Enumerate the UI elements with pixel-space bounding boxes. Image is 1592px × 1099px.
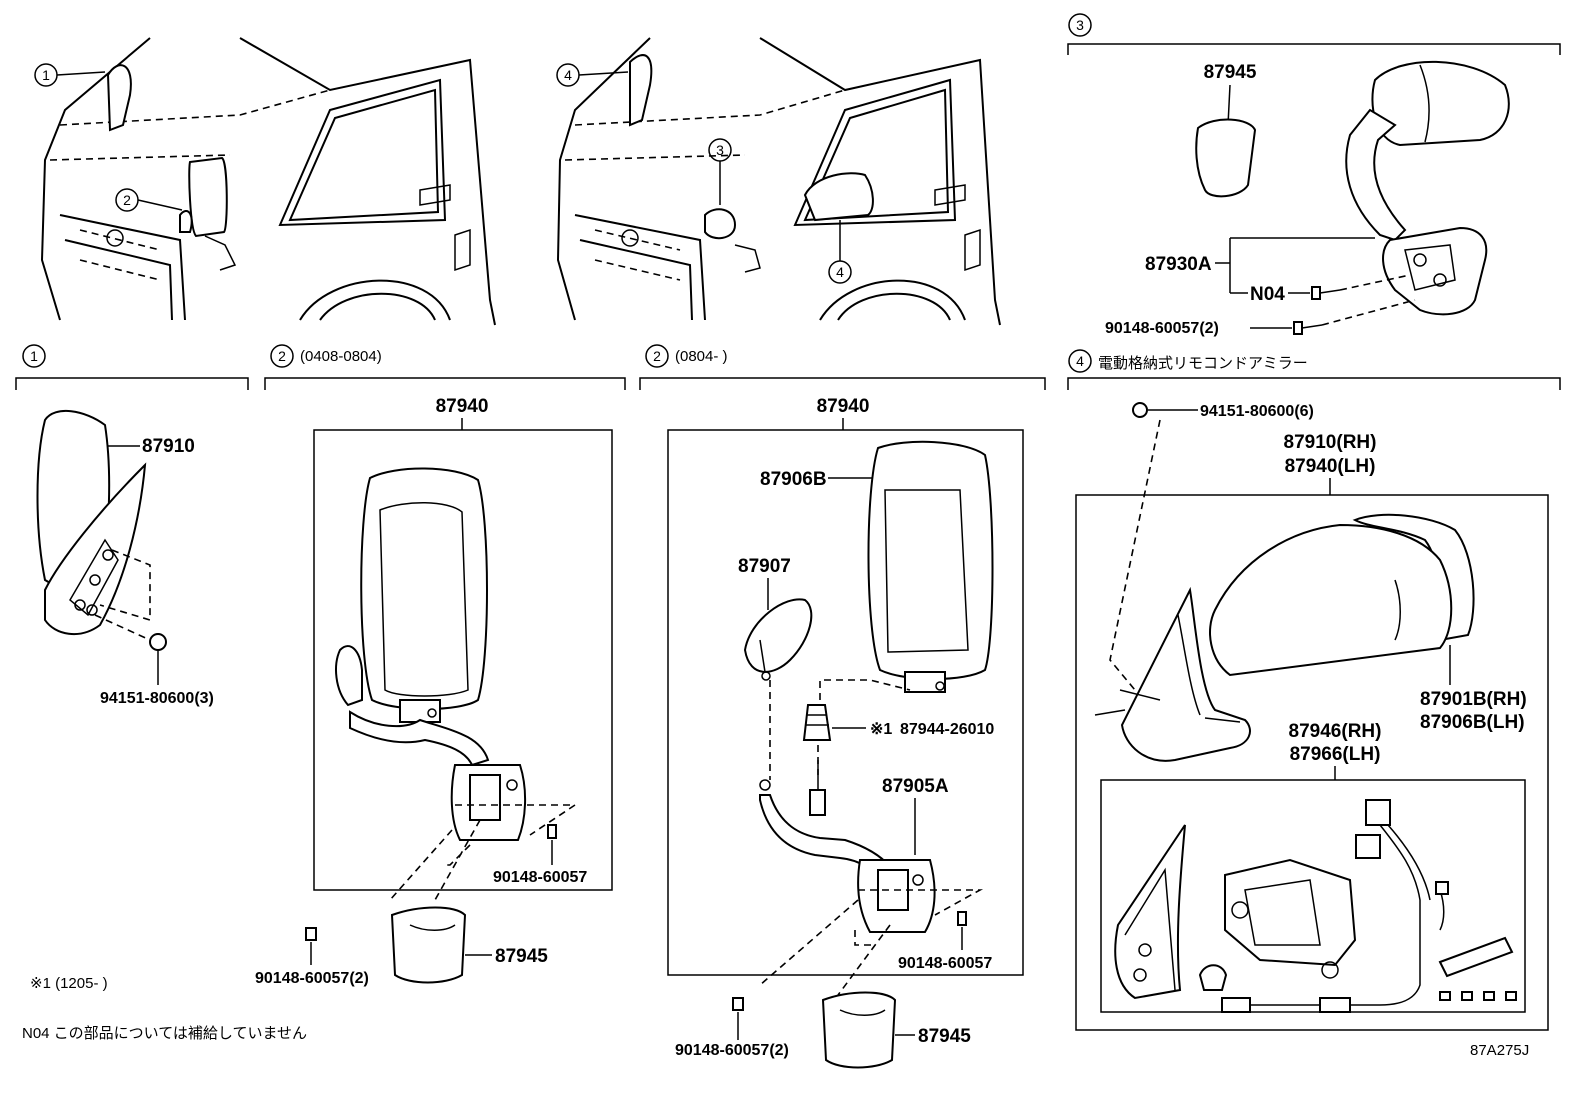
part-N04-label: N04 [1250,284,1285,305]
section-4-frame [1075,494,1549,1031]
part-90148-60057-a-label: 90148-60057 [493,869,587,886]
part-87945-a-label: 87945 [495,946,548,967]
part-87946RH-label: 87946(RH) [1289,721,1382,742]
section-2a: 2 (0408-0804) 87940 90148-60057 90148-60… [255,344,626,987]
part-87910RH-label: 87910(RH) [1284,432,1377,453]
section-3: 3 87945 87930A N04 90148-60057(2) [1067,13,1561,337]
part-90148-60057-2-a-label: 90148-60057(2) [255,970,369,987]
part-87930A-label: 87930A [1145,254,1212,275]
part-94151-80600-6-label: 94151-80600(6) [1200,403,1314,420]
section-2a-frame [313,429,613,891]
callout-4-van-bottom: 4 [836,264,844,280]
section-1-number: 1 [30,348,38,364]
callout-4-van-top: 4 [564,67,572,83]
callout-1-van-left: 1 [42,67,50,83]
section-4-title: 電動格納式リモコンドアミラー [1098,355,1308,372]
section-2a-range: (0408-0804) [300,348,382,365]
van-view-right: 4 3 4 [556,37,1001,326]
section-2b-range: (0804- ) [675,348,728,365]
diagram-id: 87A275J [1470,1042,1529,1059]
callout-3-van: 3 [716,142,724,158]
section-4-number: 4 [1076,353,1084,369]
part-87905A-label: 87905A [882,776,949,797]
section-2a-number: 2 [278,348,286,364]
section-3-number: 3 [1076,17,1084,33]
part-90148-60057-2-s3-label: 90148-60057(2) [1105,320,1219,337]
part-94151-80600-3-label: 94151-80600(3) [100,690,214,707]
section-4-inner-frame [1100,779,1526,1013]
part-90148-60057-b-label: 90148-60057 [898,955,992,972]
mark-1-label: ※1 [870,721,892,738]
section-1: 1 87910 94151-80600(3) [15,344,249,707]
part-87901BRH-label: 87901B(RH) [1420,689,1527,710]
part-87945-s3-label: 87945 [1204,62,1257,83]
part-87940-a-label: 87940 [436,396,489,417]
part-87940LH-label: 87940(LH) [1285,456,1376,477]
part-87910-s1-label: 87910 [142,436,195,457]
part-90148-60057-2-b-label: 90148-60057(2) [675,1042,789,1059]
callout-2-van-left: 2 [123,192,131,208]
part-87940-b-label: 87940 [817,396,870,417]
part-87906B-b-label: 87906B [760,469,827,490]
footnote-1: ※1 (1205- ) [30,975,108,992]
part-87907-label: 87907 [738,556,791,577]
van-view-left: 1 2 [34,37,496,326]
part-87945-b-label: 87945 [918,1026,971,1047]
section-2b-number: 2 [653,348,661,364]
section-4: 4 電動格納式リモコンドアミラー 94151-80600(6) 87910(RH… [1067,349,1561,1031]
section-2b: 2 (0804- ) 87940 87906B 87907 ※1 87944-2… [639,344,1046,1069]
n04-note: N04 この部品については補給していません [22,1025,307,1042]
part-87966LH-label: 87966(LH) [1290,744,1381,765]
part-87944-26010-label: 87944-26010 [900,721,994,738]
part-87906BLH-label: 87906B(LH) [1420,712,1525,733]
section-2b-frame [667,429,1024,976]
